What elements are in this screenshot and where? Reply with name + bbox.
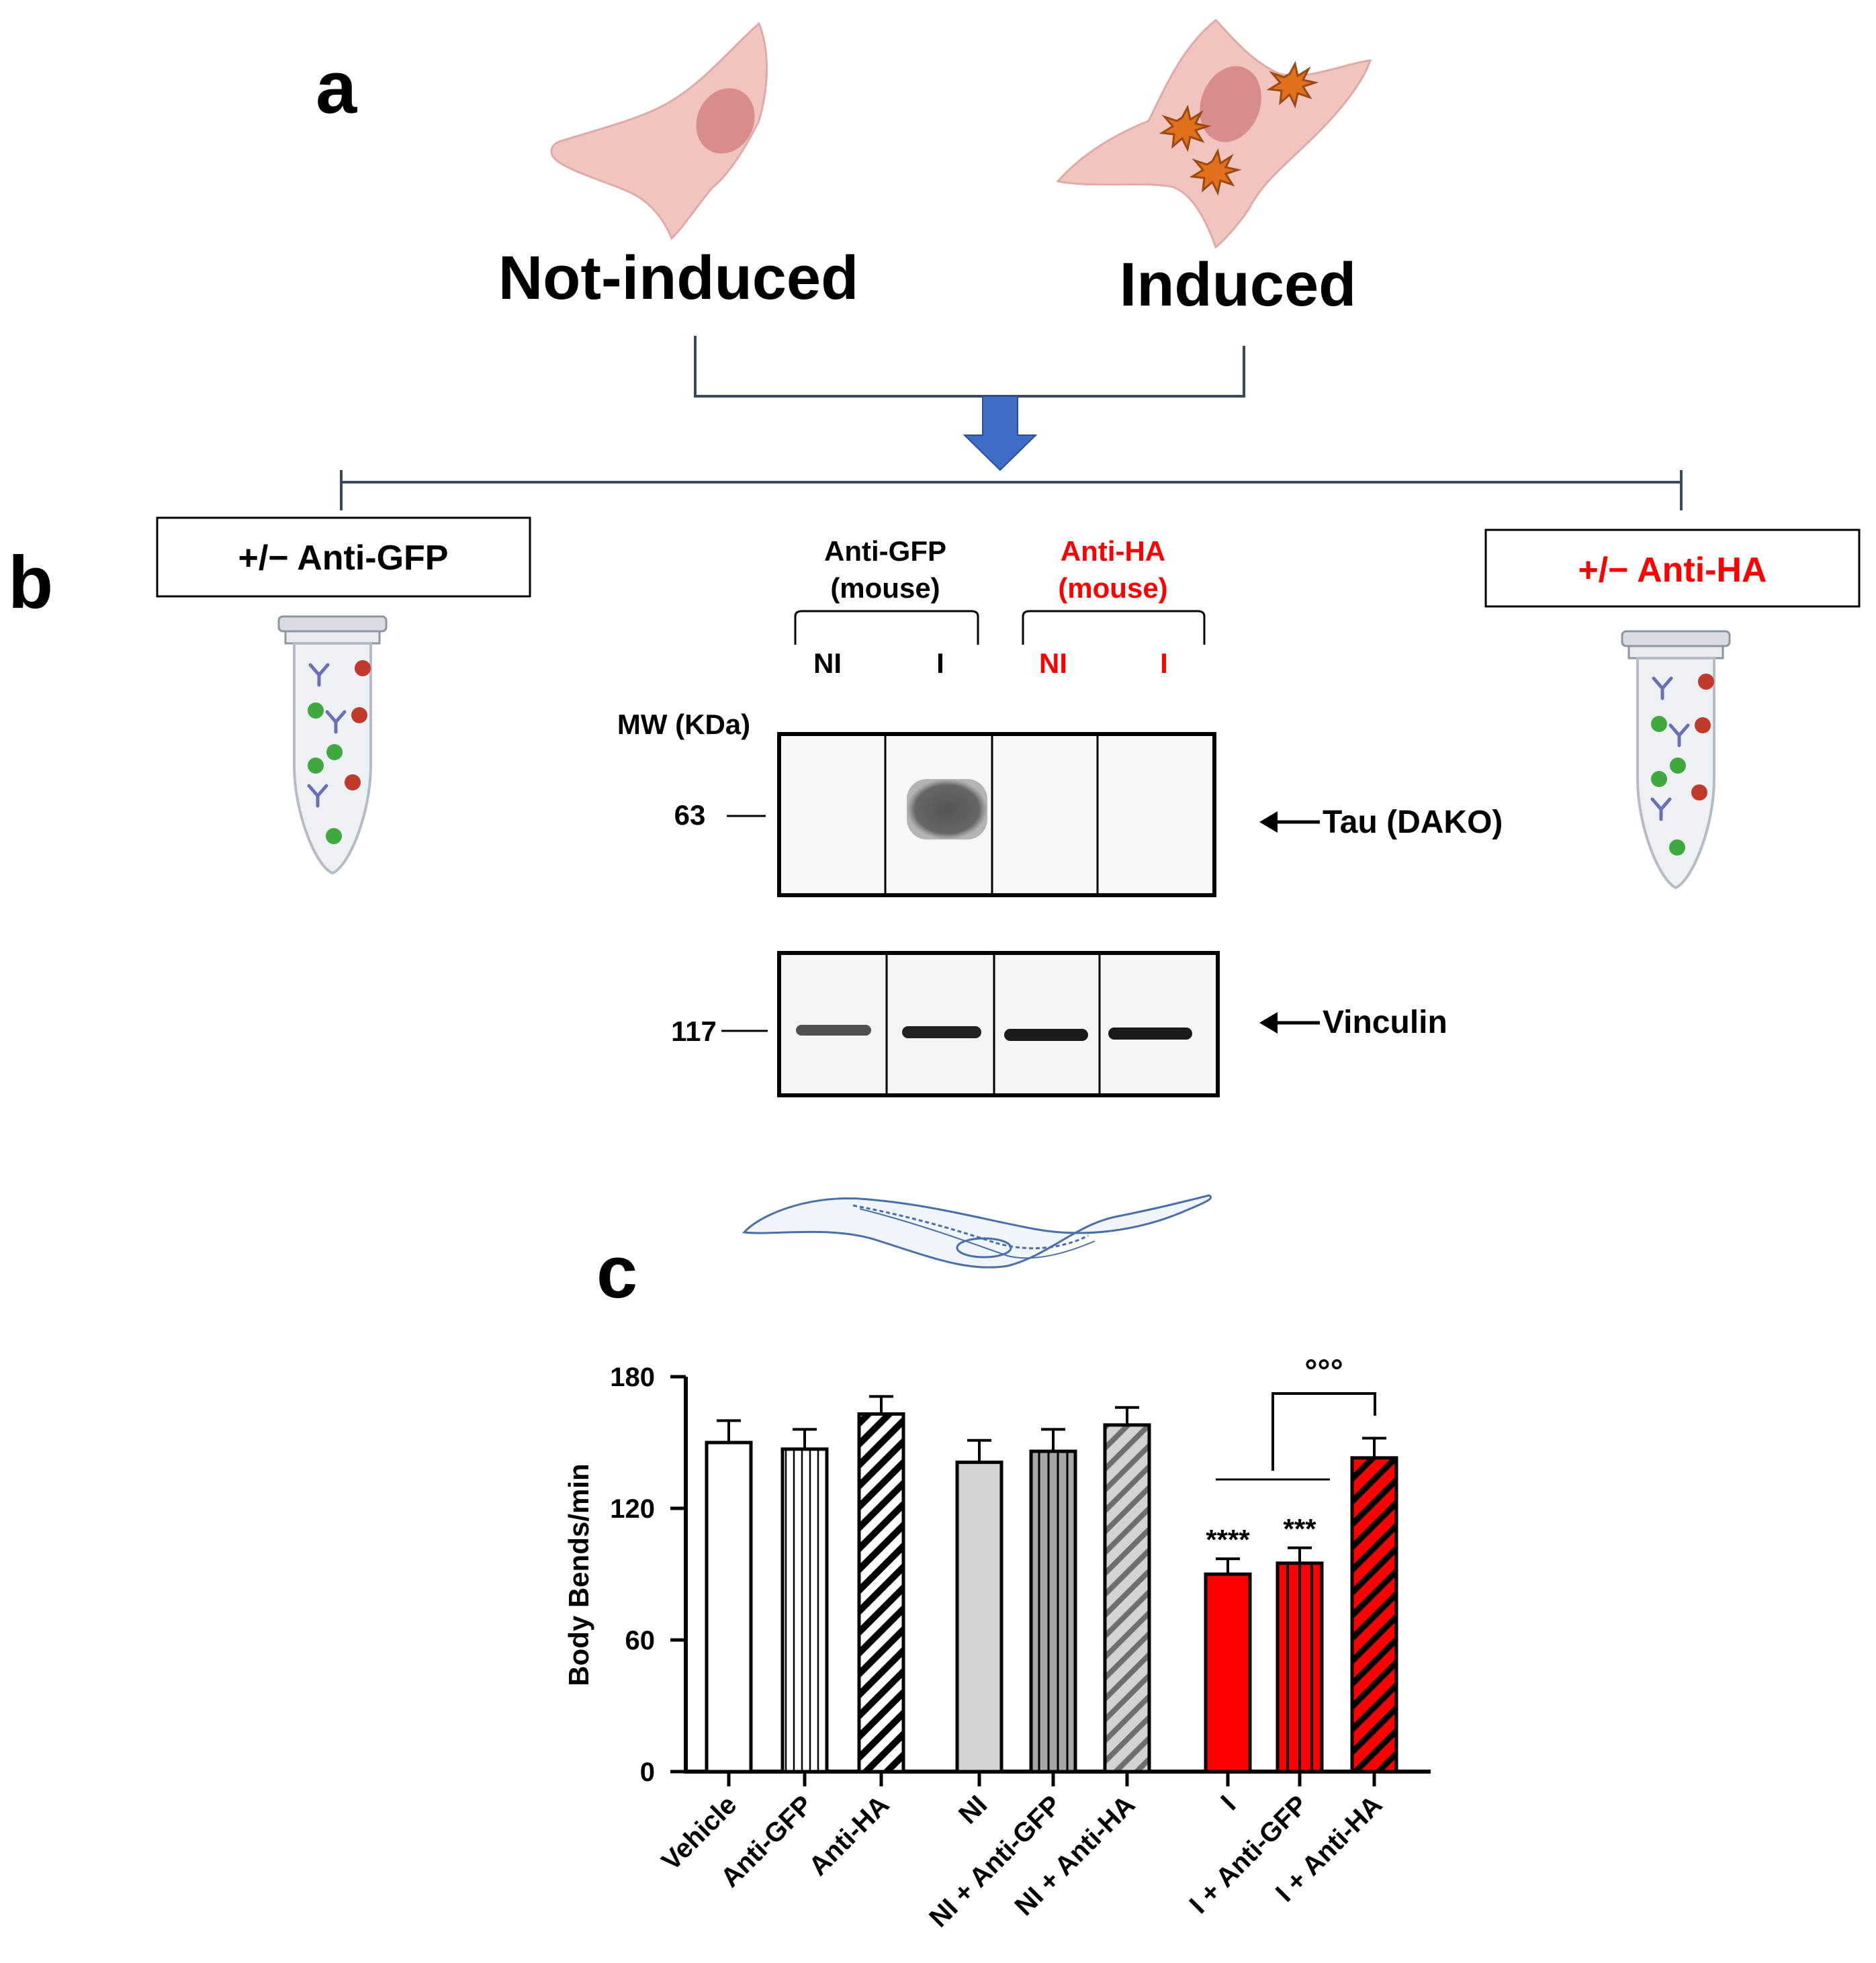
tau-arrow-icon [1259, 811, 1320, 833]
mw-117-label: 117 [671, 1015, 717, 1047]
vinculin-label: Vinculin [1323, 1005, 1447, 1040]
merge-bracket [694, 336, 1245, 398]
tau-label: Tau (DAKO) [1323, 805, 1503, 840]
tube-left-icon [277, 615, 388, 875]
tau-aggregate-icon [1159, 60, 1319, 196]
anti-ha-box-label: +/− Anti-HA [1578, 551, 1767, 590]
not-induced-label: Not-induced [498, 244, 859, 312]
vinculin-arrow-icon [1259, 1012, 1320, 1034]
bar [705, 1441, 753, 1774]
x-tick-label: NI + Anti-GFP [924, 1790, 1067, 1933]
panel-a-letter: a [316, 46, 357, 129]
group-anti-gfp-line2: (mouse) [830, 572, 940, 604]
mw-63-label: 63 [674, 799, 706, 831]
bar [1276, 1561, 1324, 1774]
panel-b-letter: b [8, 541, 53, 624]
x-tick-label: NI [953, 1790, 993, 1829]
vinculin-band-4 [1108, 1028, 1192, 1040]
vinculin-band-3 [1004, 1029, 1088, 1041]
bar [857, 1412, 905, 1774]
y-tick-label: 120 [610, 1494, 655, 1524]
vinculin-blot [777, 951, 1220, 1097]
y-tick-label: 60 [625, 1626, 656, 1655]
lane-label-3: NI [1039, 647, 1067, 679]
y-axis-label: Body Bends/min [563, 1463, 594, 1686]
comparison-bracket [1271, 1392, 1376, 1471]
bar [1103, 1423, 1151, 1774]
anti-ha-box [1484, 529, 1861, 608]
significance-label: **** [1206, 1524, 1250, 1555]
significance-label: *** [1283, 1513, 1316, 1545]
bar [955, 1460, 1003, 1774]
tau-blot [777, 732, 1216, 897]
bar [1204, 1572, 1252, 1774]
down-arrow-icon [963, 396, 1038, 471]
comparison-bracket-label: °°° [1304, 1354, 1343, 1389]
anti-gfp-box [156, 516, 531, 598]
group-brackets [794, 610, 1206, 645]
induced-label: Induced [1120, 250, 1357, 319]
lane-label-1: NI [813, 647, 842, 679]
lane-label-2: I [936, 647, 944, 679]
body-bends-chart: Body Bends/min 060120180VehicleAnti-GFPA… [563, 1354, 1431, 1933]
worm-icon [742, 1194, 1212, 1269]
x-tick-label: Anti-HA [803, 1790, 895, 1881]
group-anti-ha-line1: Anti-HA [1061, 535, 1165, 567]
induced-cell [1056, 18, 1372, 249]
x-tick-label: I [1215, 1790, 1241, 1816]
horizontal-axis-line [340, 470, 1683, 510]
not-induced-cell [550, 21, 768, 240]
y-tick-label: 180 [610, 1363, 655, 1392]
bar [1029, 1449, 1077, 1774]
group-anti-ha-line2: (mouse) [1058, 572, 1167, 604]
bar [1350, 1456, 1398, 1774]
anti-gfp-box-label: +/− Anti-GFP [238, 539, 449, 578]
panel-c-letter: c [596, 1231, 637, 1314]
lane-label-4: I [1160, 647, 1168, 679]
group-anti-gfp-line1: Anti-GFP [824, 535, 946, 567]
mw-header: MW (KDa) [617, 709, 750, 740]
vinculin-band-2 [902, 1026, 981, 1038]
tube-right-icon [1621, 630, 1731, 890]
bar [780, 1447, 829, 1774]
tau-band [907, 779, 987, 839]
vinculin-band-1 [796, 1025, 871, 1036]
y-tick-label: 0 [640, 1757, 655, 1787]
